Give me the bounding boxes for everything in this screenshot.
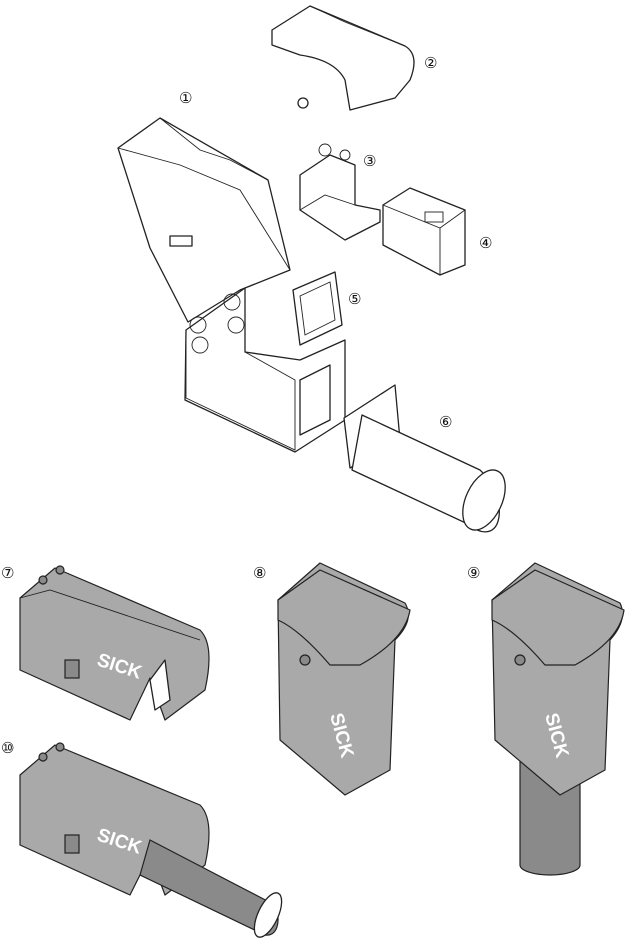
callout-4: ④ — [479, 234, 492, 252]
callout-1: ① — [179, 89, 192, 107]
part-5-front-window — [292, 271, 343, 346]
callout-2: ② — [424, 54, 437, 72]
assembly-10: SICK — [19, 742, 283, 938]
callout-6: ⑥ — [439, 413, 452, 431]
part-1-housing-cover — [117, 117, 291, 323]
callout-8: ⑧ — [253, 564, 266, 582]
part-1-base-bracket — [184, 287, 346, 453]
callout-5: ⑤ — [348, 290, 361, 308]
assembly-9: SICK — [491, 562, 625, 876]
assembly-8: SICK — [277, 562, 411, 796]
callout-3: ③ — [363, 152, 376, 170]
callout-10: ⑩ — [1, 739, 14, 757]
assembly-7: SICK — [19, 565, 210, 721]
callout-9: ⑨ — [467, 564, 480, 582]
part-2-weather-hood — [271, 5, 415, 111]
part-4-camera-device — [382, 187, 466, 276]
part-3-mounting-plate — [299, 143, 381, 241]
part-6-protective-tube — [343, 384, 506, 533]
callout-7: ⑦ — [1, 564, 14, 582]
